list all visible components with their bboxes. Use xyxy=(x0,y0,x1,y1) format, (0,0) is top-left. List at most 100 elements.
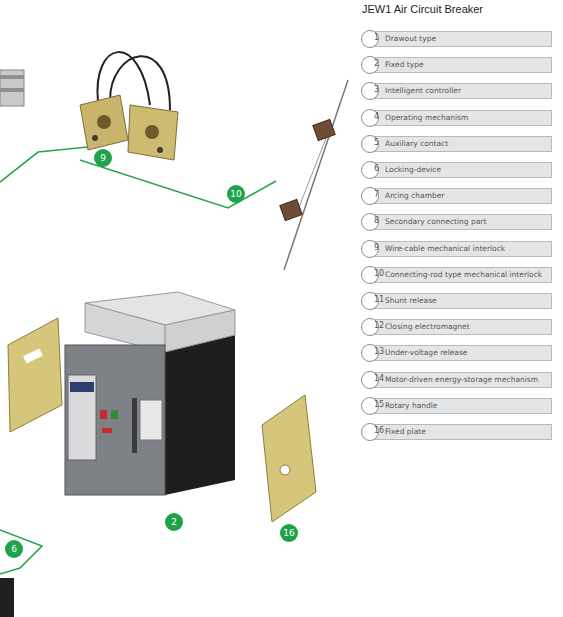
part-name: Closing electromagnet xyxy=(385,321,470,333)
callout-text: 2 xyxy=(171,517,177,527)
callout-text: 6 xyxy=(374,163,379,175)
title: JEW1 Air Circuit Breaker xyxy=(362,3,483,15)
part-name: Connecting-rod type mechanical interlock xyxy=(385,269,542,281)
number-circle: 15 xyxy=(361,397,379,415)
nameplate xyxy=(140,400,162,440)
callout-text: 4 xyxy=(374,111,379,123)
callout-text: 1 xyxy=(374,32,379,44)
breaker-side xyxy=(165,330,235,495)
legend-bar: Under-voltage release13 xyxy=(372,345,552,361)
callout-text: 9 xyxy=(374,242,379,254)
handle xyxy=(132,398,137,453)
rod-block xyxy=(280,199,302,220)
part-name: Auxiliary contact xyxy=(385,138,448,150)
legend-bar: Fixed plate16 xyxy=(372,424,552,440)
part-name: Secondary connecting part xyxy=(385,216,486,228)
callout-number: 9 xyxy=(94,149,112,167)
number-circle: 10 xyxy=(361,266,379,284)
number-circle: 11 xyxy=(361,292,379,310)
part-name: Fixed type xyxy=(385,59,424,71)
pulley xyxy=(145,125,159,139)
callout-text: 8 xyxy=(374,215,379,227)
legend-bar: Wire-cable mechanical interlock 9 xyxy=(372,241,552,257)
interlock-plate xyxy=(80,95,128,150)
callout-number: 6 xyxy=(5,540,23,558)
part-name: Drawout type xyxy=(385,33,436,45)
number-circle: 7 xyxy=(361,187,379,205)
legend-bar: Fixed type 2 xyxy=(372,57,552,73)
plate-hole xyxy=(280,465,290,475)
callout-number: 16 xyxy=(280,524,298,542)
legend-bar: Closing electromagnet12 xyxy=(372,319,552,335)
callout-text: 16 xyxy=(283,528,294,538)
part-name: Under-voltage release xyxy=(385,347,467,359)
number-circle: 8 xyxy=(361,213,379,231)
screw xyxy=(157,147,163,153)
callout-text: 16 xyxy=(374,425,384,437)
legend-bar: Rotary handle15 xyxy=(372,398,552,414)
indicator xyxy=(102,428,112,433)
part-name: Locking-device xyxy=(385,164,441,176)
part-name: Wire-cable mechanical interlock xyxy=(385,243,505,255)
rod-block xyxy=(313,119,335,140)
number-circle: 16 xyxy=(361,423,379,441)
secondary-terminal xyxy=(165,310,235,352)
controller-panel xyxy=(68,375,96,460)
number-circle: 13 xyxy=(361,344,379,362)
callout-text: 5 xyxy=(374,137,379,149)
number-circle: 9 xyxy=(361,240,379,258)
callout-text: 14 xyxy=(374,373,384,385)
number-circle: 1 xyxy=(361,30,379,48)
number-circle: 4 xyxy=(361,109,379,127)
number-circle: 5 xyxy=(361,135,379,153)
terminal-strip xyxy=(0,75,24,79)
legend-bar: Shunt release11 xyxy=(372,293,552,309)
legend-bar: Motor-driven energy-storage mechanism14 xyxy=(372,372,552,388)
leader-line xyxy=(80,160,276,208)
off-button xyxy=(100,410,107,419)
callout-text: 13 xyxy=(374,346,384,358)
number-circle: 3 xyxy=(361,82,379,100)
leader-line xyxy=(0,146,98,182)
callout-text: 9 xyxy=(100,153,106,163)
terminal-strip xyxy=(0,88,24,92)
callout-text: 11 xyxy=(374,294,384,306)
legend-bar: Drawout type 1 xyxy=(372,31,552,47)
breaker-body xyxy=(65,292,235,495)
on-button xyxy=(111,410,118,419)
callout-text: 6 xyxy=(11,544,17,554)
number-circle: 12 xyxy=(361,318,379,336)
legend-bar: Auxiliary contact 5 xyxy=(372,136,552,152)
plate-slot xyxy=(23,349,43,364)
leader-line xyxy=(0,530,42,574)
callout-number: 2 xyxy=(165,513,183,531)
callout-text: 3 xyxy=(374,84,379,96)
callout-text: 2 xyxy=(374,58,379,70)
rod xyxy=(296,128,330,215)
legend-bar: Arcing chamber7 xyxy=(372,188,552,204)
legend-bar: Locking-device 6 xyxy=(372,162,552,178)
controller-display xyxy=(70,382,94,392)
rod xyxy=(284,80,348,270)
cable xyxy=(97,52,150,105)
number-circle: 6 xyxy=(361,161,379,179)
interlock-plate xyxy=(128,105,178,160)
number-circle: 2 xyxy=(361,56,379,74)
pulley xyxy=(97,115,111,129)
part-name: Fixed plate xyxy=(385,426,426,438)
screw xyxy=(92,135,98,141)
callout-text: 10 xyxy=(230,189,241,199)
part-name: Operating mechanism xyxy=(385,112,468,124)
leader-lines xyxy=(0,146,276,574)
locking-device xyxy=(0,578,14,617)
part-name: Intelligent controller xyxy=(385,85,461,97)
number-circle: 14 xyxy=(361,371,379,389)
terminal-body xyxy=(0,70,24,106)
legend-bar: Operating mechanism 4 xyxy=(372,110,552,126)
fixed-plate xyxy=(262,395,316,522)
breaker-front xyxy=(65,345,165,495)
rod-interlock xyxy=(280,80,348,270)
wire-cable-interlock xyxy=(80,52,178,160)
callout-text: 10 xyxy=(374,268,384,280)
